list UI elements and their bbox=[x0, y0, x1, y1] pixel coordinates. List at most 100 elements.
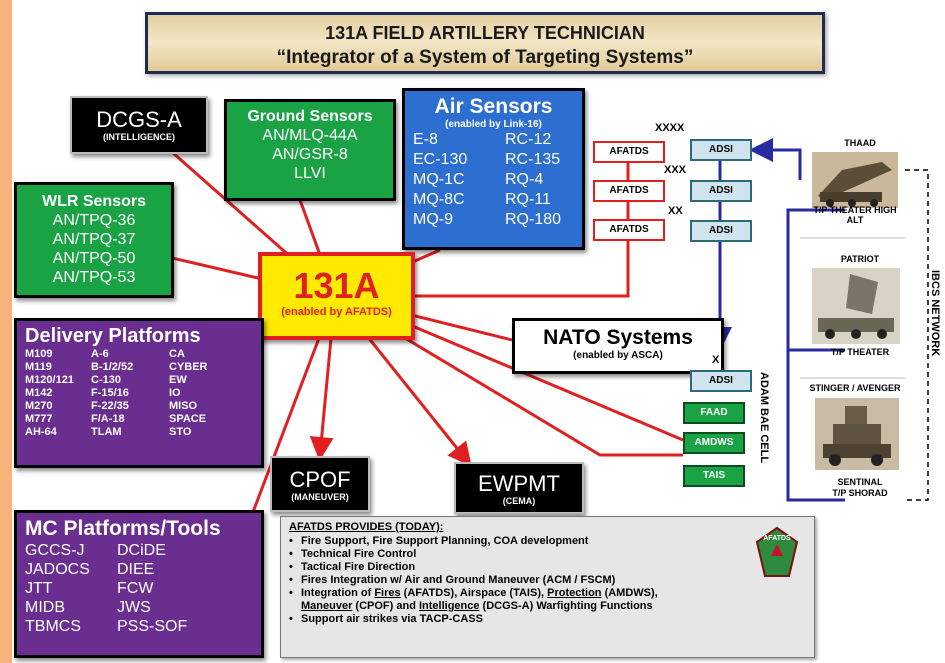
afatds-node: AFATDS bbox=[593, 141, 665, 163]
delivery-item: AH-64 bbox=[25, 426, 57, 438]
title-line-2: “Integrator of a System of Targeting Sys… bbox=[276, 47, 694, 68]
mc-item: JADOCS bbox=[25, 561, 90, 578]
adsi-node: ADSI bbox=[690, 370, 752, 392]
provides-list: Fire Support, Fire Support Planning, COA… bbox=[289, 535, 806, 626]
ground-sensor-item: LLVI bbox=[294, 165, 326, 182]
adsi-node: ADSI bbox=[690, 220, 752, 242]
logo-text: AFATDS bbox=[763, 535, 791, 542]
patriot-label: PATRIOT bbox=[840, 254, 880, 264]
air-sensors-sub: (enabled by Link-16) bbox=[445, 119, 542, 130]
ground-sensor-item: AN/MLQ-44A bbox=[262, 127, 358, 144]
echelon-x: X bbox=[712, 354, 720, 366]
mc-item: JTT bbox=[25, 580, 53, 597]
amdws-node: AMDWS bbox=[683, 432, 745, 454]
cpof-box: CPOF (MANEUVER) bbox=[270, 456, 370, 512]
mc-item: TBMCS bbox=[25, 618, 81, 635]
adsi-node: ADSI bbox=[690, 180, 752, 202]
dcgs-a-label: DCGS-A bbox=[96, 107, 182, 132]
adam-bae-cell-label: ADAM BAE CELL bbox=[758, 372, 770, 464]
patriot-radar-image bbox=[812, 268, 900, 344]
mc-item: PSS-SOF bbox=[117, 618, 188, 635]
delivery-item: EW bbox=[169, 374, 187, 386]
title-banner: 131A FIELD ARTILLERY TECHNICIAN “Integra… bbox=[145, 12, 825, 74]
air-sensors-title: Air Sensors bbox=[434, 95, 553, 118]
echelon-xx: XX bbox=[668, 205, 683, 217]
delivery-item: M142 bbox=[25, 387, 53, 399]
ibcs-network-label: IBCS NETWORK bbox=[929, 270, 941, 357]
title-line-1: 131A FIELD ARTILLERY TECHNICIAN bbox=[325, 23, 645, 43]
provides-item: Fires Integration w/ Air and Ground Mane… bbox=[289, 574, 806, 587]
delivery-item: CYBER bbox=[169, 361, 208, 373]
mc-item: GCCS-J bbox=[25, 542, 85, 559]
afatds-node: AFATDS bbox=[593, 180, 665, 202]
provides-item: Tactical Fire Direction bbox=[289, 561, 806, 574]
adsi-node: ADSI bbox=[690, 139, 752, 161]
nato-label: NATO Systems bbox=[543, 326, 693, 349]
afatds-logo-icon: AFATDS bbox=[755, 526, 799, 577]
air-sensor-item: MQ-8C bbox=[413, 191, 465, 208]
echelon-xxxx: XXXX bbox=[655, 122, 685, 134]
echelon-xxx: XXX bbox=[664, 164, 687, 176]
delivery-item: M120/121 bbox=[25, 374, 74, 386]
air-sensor-item: RQ-4 bbox=[505, 171, 544, 188]
thaad-label: THAAD bbox=[844, 138, 876, 148]
afatds-node: AFATDS bbox=[593, 219, 665, 241]
left-accent-bar bbox=[0, 0, 12, 663]
delivery-platforms-title: Delivery Platforms bbox=[25, 325, 201, 347]
mc-item: MIDB bbox=[25, 599, 65, 616]
131a-center-box: 131A (enabled by AFATDS) bbox=[258, 252, 415, 340]
sentinal-label: SENTINAL bbox=[837, 477, 883, 487]
air-sensor-item: MQ-1C bbox=[413, 171, 465, 188]
dcgs-a-box: DCGS-A (INTELLIGENCE) bbox=[70, 96, 208, 154]
provides-item-integration: Integration of Fires (AFATDS), Airspace … bbox=[289, 587, 806, 613]
faad-node: FAAD bbox=[683, 402, 745, 424]
air-sensor-item: RC-12 bbox=[505, 131, 552, 148]
ewpmt-label: EWPMT bbox=[478, 471, 560, 496]
delivery-item: M109 bbox=[25, 348, 53, 360]
dcgs-a-sub: (INTELLIGENCE) bbox=[103, 132, 175, 142]
shorad-label: T/P SHORAD bbox=[832, 488, 888, 498]
air-sensor-item: MQ-9 bbox=[413, 211, 453, 228]
delivery-item: F-22/35 bbox=[91, 400, 129, 412]
delivery-item: A-6 bbox=[91, 348, 109, 360]
mc-item: DCiDE bbox=[117, 542, 166, 559]
delivery-item: IO bbox=[169, 387, 181, 399]
air-sensors-box: Air Sensors (enabled by Link-16) E-8 EC-… bbox=[402, 88, 585, 250]
ewpmt-sub: (CEMA) bbox=[502, 496, 536, 506]
wlr-sensor-item: AN/TPQ-50 bbox=[52, 250, 136, 267]
ewpmt-box: EWPMT (CEMA) bbox=[454, 462, 584, 514]
stinger-label: STINGER / AVENGER bbox=[809, 383, 901, 393]
delivery-item: CA bbox=[169, 348, 185, 360]
air-sensor-item: E-8 bbox=[413, 131, 438, 148]
mc-item: JWS bbox=[117, 599, 151, 616]
delivery-platforms-box: Delivery Platforms M109 M119 M120/121 M1… bbox=[14, 318, 264, 468]
mc-platforms-box: MC Platforms/Tools GCCS-J JADOCS JTT MID… bbox=[14, 510, 264, 658]
delivery-item: M777 bbox=[25, 413, 53, 425]
131a-sub: (enabled by AFATDS) bbox=[281, 306, 392, 318]
provides-item: Support air strikes via TACP-CASS bbox=[289, 613, 806, 626]
wlr-sensor-item: AN/TPQ-37 bbox=[52, 231, 136, 248]
131a-label: 131A bbox=[293, 265, 380, 306]
delivery-item: C-130 bbox=[91, 374, 121, 386]
air-sensor-item: RC-135 bbox=[505, 151, 561, 168]
avenger-vehicle-image bbox=[815, 398, 899, 470]
nato-sub: (enabled by ASCA) bbox=[573, 350, 663, 361]
ground-sensors-title: Ground Sensors bbox=[247, 108, 373, 125]
delivery-item: M119 bbox=[25, 361, 52, 373]
provides-item: Technical Fire Control bbox=[289, 548, 806, 561]
ground-sensors-box: Ground Sensors AN/MLQ-44A AN/GSR-8 LLVI bbox=[224, 99, 396, 201]
delivery-item: F/A-18 bbox=[91, 413, 125, 425]
delivery-item: MISO bbox=[169, 400, 198, 412]
thaad-tp-label: T/P THEATER HIGH ALT bbox=[813, 205, 897, 225]
mc-item: DIEE bbox=[117, 561, 155, 578]
delivery-item: TLAM bbox=[91, 426, 122, 438]
delivery-item: F-15/16 bbox=[91, 387, 129, 399]
ground-sensor-item: AN/GSR-8 bbox=[272, 146, 348, 163]
mc-platforms-title: MC Platforms/Tools bbox=[25, 517, 221, 540]
air-sensor-item: EC-130 bbox=[413, 151, 468, 168]
wlr-sensors-box: WLR Sensors AN/TPQ-36 AN/TPQ-37 AN/TPQ-5… bbox=[14, 182, 174, 298]
cpof-sub: (MANEUVER) bbox=[291, 492, 349, 502]
patriot-tp-label: T/P THEATER bbox=[830, 347, 890, 357]
delivery-item: SPACE bbox=[169, 413, 207, 425]
